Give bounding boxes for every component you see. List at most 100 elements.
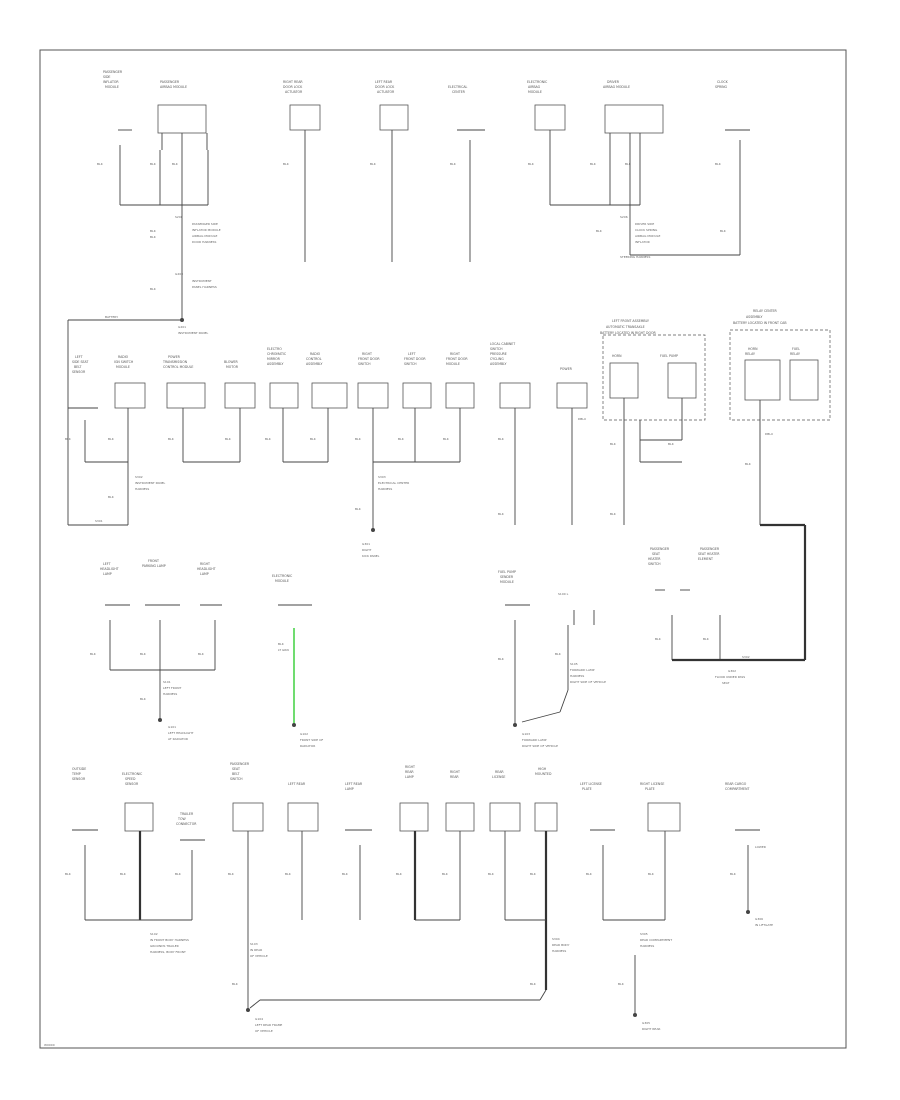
svg-text:AIRBAG MODULE: AIRBAG MODULE	[603, 85, 630, 89]
svg-text:DOOR LOCK: DOOR LOCK	[283, 85, 303, 89]
svg-text:BLK: BLK	[498, 657, 505, 661]
svg-text:INSTRUMENT: INSTRUMENT	[192, 279, 212, 283]
svg-text:BLK: BLK	[555, 652, 562, 656]
svg-text:SWITCH: SWITCH	[648, 562, 661, 566]
svg-text:BLK: BLK	[443, 437, 450, 441]
svg-text:G201: G201	[178, 325, 186, 329]
svg-text:S303: S303	[378, 475, 386, 479]
svg-text:RIGHT: RIGHT	[450, 770, 460, 774]
svg-text:LICENSE: LICENSE	[492, 775, 505, 779]
svg-text:TRANSMISSION: TRANSMISSION	[162, 360, 188, 364]
svg-text:POWER: POWER	[560, 367, 573, 371]
svg-text:G101: G101	[168, 725, 176, 729]
svg-text:BLK: BLK	[530, 872, 537, 876]
svg-text:CLOCK: CLOCK	[717, 80, 729, 84]
svg-text:BLK: BLK	[175, 872, 182, 876]
svg-text:BELT: BELT	[74, 365, 82, 369]
svg-text:LEFT LICENSE: LEFT LICENSE	[580, 782, 602, 786]
svg-text:LAMP: LAMP	[345, 787, 354, 791]
svg-text:LEFT REAR: LEFT REAR	[345, 782, 363, 786]
svg-text:PASSENGER: PASSENGER	[103, 70, 123, 74]
svg-text:BLK: BLK	[355, 507, 362, 511]
svg-text:BLK: BLK	[150, 162, 157, 166]
svg-text:RIGHT: RIGHT	[450, 352, 460, 356]
svg-text:S206: S206	[175, 215, 183, 219]
svg-text:HIGH: HIGH	[538, 767, 547, 771]
svg-text:ACTUATOR: ACTUATOR	[377, 90, 395, 94]
svg-text:SIDE SEAT: SIDE SEAT	[72, 360, 88, 364]
svg-text:MODULE: MODULE	[105, 85, 119, 89]
svg-text:CONTROL MODULE: CONTROL MODULE	[163, 365, 193, 369]
svg-text:FRONT SIDE OF: FRONT SIDE OF	[300, 738, 324, 742]
svg-text:AIRBAG MODULE: AIRBAG MODULE	[160, 85, 187, 89]
svg-text:ASSEMBLY: ASSEMBLY	[306, 362, 323, 366]
svg-text:SWITCH: SWITCH	[230, 777, 243, 781]
svg-text:SEAT HEATER: SEAT HEATER	[698, 552, 720, 556]
svg-text:BLK: BLK	[150, 235, 157, 239]
svg-text:FUEL PUMP: FUEL PUMP	[498, 570, 516, 574]
svg-text:MODULE: MODULE	[116, 365, 130, 369]
svg-text:SEAT: SEAT	[232, 767, 240, 771]
svg-text:DBLU: DBLU	[765, 432, 773, 436]
svg-text:AT RADIATOR: AT RADIATOR	[168, 737, 188, 741]
svg-text:SPRING: SPRING	[715, 85, 727, 89]
svg-text:RIGHT: RIGHT	[362, 352, 372, 356]
svg-text:REAR: REAR	[495, 770, 504, 774]
svg-text:RELAY CENTER: RELAY CENTER	[753, 309, 778, 313]
svg-text:LEFT REAR: LEFT REAR	[375, 80, 393, 84]
svg-text:INFLATOR MODULE: INFLATOR MODULE	[192, 228, 221, 232]
svg-text:TRAILER: TRAILER	[179, 812, 194, 816]
svg-text:CONNECTOR: CONNECTOR	[176, 822, 197, 826]
svg-text:S101: S101	[163, 680, 171, 684]
svg-text:RIGHT: RIGHT	[362, 548, 372, 552]
svg-text:RIGHT SIDE OF VEHICLE: RIGHT SIDE OF VEHICLE	[570, 680, 606, 684]
svg-text:BLK: BLK	[278, 642, 285, 646]
svg-text:PASSENGER: PASSENGER	[650, 547, 670, 551]
svg-text:ELECTRONIC: ELECTRONIC	[527, 80, 548, 84]
svg-text:LAMP: LAMP	[405, 775, 414, 779]
svg-text:FUEL PUMP: FUEL PUMP	[660, 354, 678, 358]
svg-text:BLK: BLK	[355, 437, 362, 441]
svg-text:INFLATOR: INFLATOR	[635, 240, 650, 244]
svg-text:BLK: BLK	[140, 697, 147, 701]
svg-text:IN FRONT BODY HARNESS: IN FRONT BODY HARNESS	[150, 938, 189, 942]
svg-text:HARNESS: HARNESS	[552, 949, 566, 953]
svg-text:BLK: BLK	[488, 872, 495, 876]
svg-text:PRESSURE: PRESSURE	[490, 352, 507, 356]
svg-text:BLK: BLK	[150, 229, 157, 233]
svg-text:FORWARD LAMP: FORWARD LAMP	[522, 738, 547, 742]
svg-text:HORN: HORN	[612, 354, 622, 358]
svg-text:GROUNDS TRAILER: GROUNDS TRAILER	[150, 944, 179, 948]
svg-text:LEFT FRONT: LEFT FRONT	[163, 686, 181, 690]
svg-text:BLK: BLK	[310, 437, 317, 441]
svg-text:BATTERY LOCATED IN FRONT CAB: BATTERY LOCATED IN FRONT CAB	[733, 321, 787, 325]
svg-text:BLK: BLK	[140, 652, 147, 656]
svg-text:S105: S105	[570, 662, 578, 666]
row-2-components: BATTERY S301 G201 INSTRUMENT PANEL LEFTS…	[65, 309, 831, 660]
svg-text:DRIVER: DRIVER	[607, 80, 620, 84]
svg-text:IGN SWITCH: IGN SWITCH	[114, 360, 134, 364]
svg-text:MOTOR: MOTOR	[226, 365, 239, 369]
svg-text:TEMP: TEMP	[71, 772, 81, 776]
svg-text:RADIATOR: RADIATOR	[300, 744, 315, 748]
svg-text:AIRBAG MODULE: AIRBAG MODULE	[635, 234, 660, 238]
svg-text:MODULE: MODULE	[528, 90, 542, 94]
svg-text:OUTSIDE: OUTSIDE	[72, 767, 86, 771]
svg-text:HARNESS: HARNESS	[640, 944, 654, 948]
svg-text:BLK: BLK	[655, 637, 662, 641]
svg-text:BLK: BLK	[283, 162, 290, 166]
svg-text:FRONT: FRONT	[148, 559, 159, 563]
svg-text:HEADLIGHT: HEADLIGHT	[197, 567, 216, 571]
svg-text:G306: G306	[755, 917, 763, 921]
svg-text:RIGHT REAR: RIGHT REAR	[642, 1027, 660, 1031]
svg-text:MOUNTED: MOUNTED	[535, 772, 552, 776]
svg-text:LEFT FRONT ASSEMBLY: LEFT FRONT ASSEMBLY	[612, 319, 649, 323]
svg-text:HORN: HORN	[748, 347, 758, 351]
svg-text:IN REAR: IN REAR	[250, 948, 262, 952]
svg-text:RIGHT REAR: RIGHT REAR	[283, 80, 303, 84]
svg-text:BLK: BLK	[720, 229, 727, 233]
svg-text:G103: G103	[522, 732, 530, 736]
svg-text:ELEMENT: ELEMENT	[698, 557, 713, 561]
